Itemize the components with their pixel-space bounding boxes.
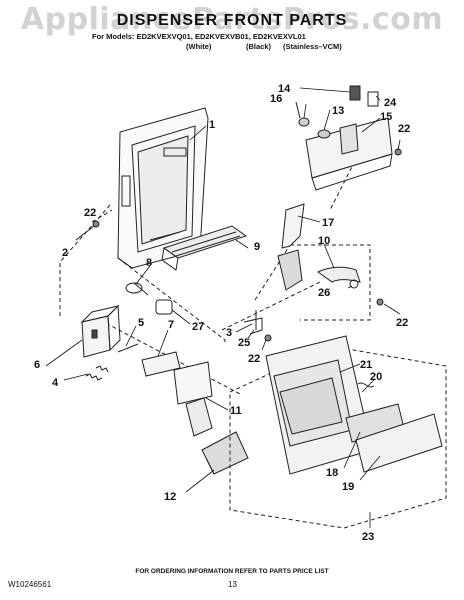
callout-2: 2 xyxy=(62,247,68,259)
variant-white: (White) xyxy=(186,42,212,51)
part-small-components xyxy=(125,282,181,377)
callout-17: 17 xyxy=(322,217,334,229)
callout-20: 20 xyxy=(370,371,382,383)
page-number: 13 xyxy=(228,580,237,589)
callout-15: 15 xyxy=(380,111,392,123)
document-number: W10246561 xyxy=(8,580,52,589)
callout-5: 5 xyxy=(138,317,144,329)
part-lever-arm xyxy=(317,266,361,289)
variant-stainless: (Stainless–VCM) xyxy=(283,42,342,51)
callout-1: 1 xyxy=(209,119,215,131)
callout-3: 3 xyxy=(226,327,232,339)
callout-26: 26 xyxy=(318,287,330,299)
leader-lines xyxy=(45,87,401,528)
callout-22-left: 22 xyxy=(84,207,96,219)
callout-16: 16 xyxy=(270,93,282,105)
part-front-panel xyxy=(265,335,373,475)
callout-9: 9 xyxy=(254,241,260,253)
callout-14: 14 xyxy=(278,83,291,95)
callout-22-top: 22 xyxy=(398,123,410,135)
callout-6: 6 xyxy=(34,359,40,371)
callout-13: 13 xyxy=(332,105,344,117)
callout-27: 27 xyxy=(192,321,204,333)
watermark-text: AppliancePartsPros.com xyxy=(20,2,444,37)
callout-24: 24 xyxy=(384,97,397,109)
part-actuator-block xyxy=(80,304,121,358)
callout-numbers: 1 2 3 4 5 6 7 8 9 10 11 12 13 14 15 16 1… xyxy=(34,83,410,543)
callout-11: 11 xyxy=(230,405,242,417)
callout-19: 19 xyxy=(342,481,354,493)
callout-25: 25 xyxy=(238,337,250,349)
callout-4: 4 xyxy=(52,377,59,389)
callout-22-mid: 22 xyxy=(248,353,260,365)
callout-23: 23 xyxy=(362,531,374,543)
callout-7: 7 xyxy=(168,319,174,331)
callout-12: 12 xyxy=(164,491,176,503)
callout-18: 18 xyxy=(326,467,338,479)
variant-black: (Black) xyxy=(246,42,272,51)
models-line: For Models: ED2KVEXVQ01, ED2KVEXVB01, ED… xyxy=(92,32,306,41)
page-title: DISPENSER FRONT PARTS xyxy=(116,12,348,29)
part-paddle xyxy=(277,203,305,291)
front-panel-outline xyxy=(229,345,447,529)
callout-8: 8 xyxy=(146,257,152,269)
callout-10: 10 xyxy=(318,235,330,247)
part-upper-bracket xyxy=(295,85,393,191)
callout-21: 21 xyxy=(360,359,372,371)
callout-22-right: 22 xyxy=(396,317,408,329)
part-drip-tray xyxy=(161,225,248,271)
part-lever-assembly xyxy=(173,361,249,475)
exploded-view-drawing: 1 2 3 4 5 6 7 8 9 10 11 12 13 14 15 16 1… xyxy=(34,83,447,543)
part-control-board xyxy=(345,382,443,473)
ordering-note: FOR ORDERING INFORMATION REFER TO PARTS … xyxy=(135,568,329,575)
